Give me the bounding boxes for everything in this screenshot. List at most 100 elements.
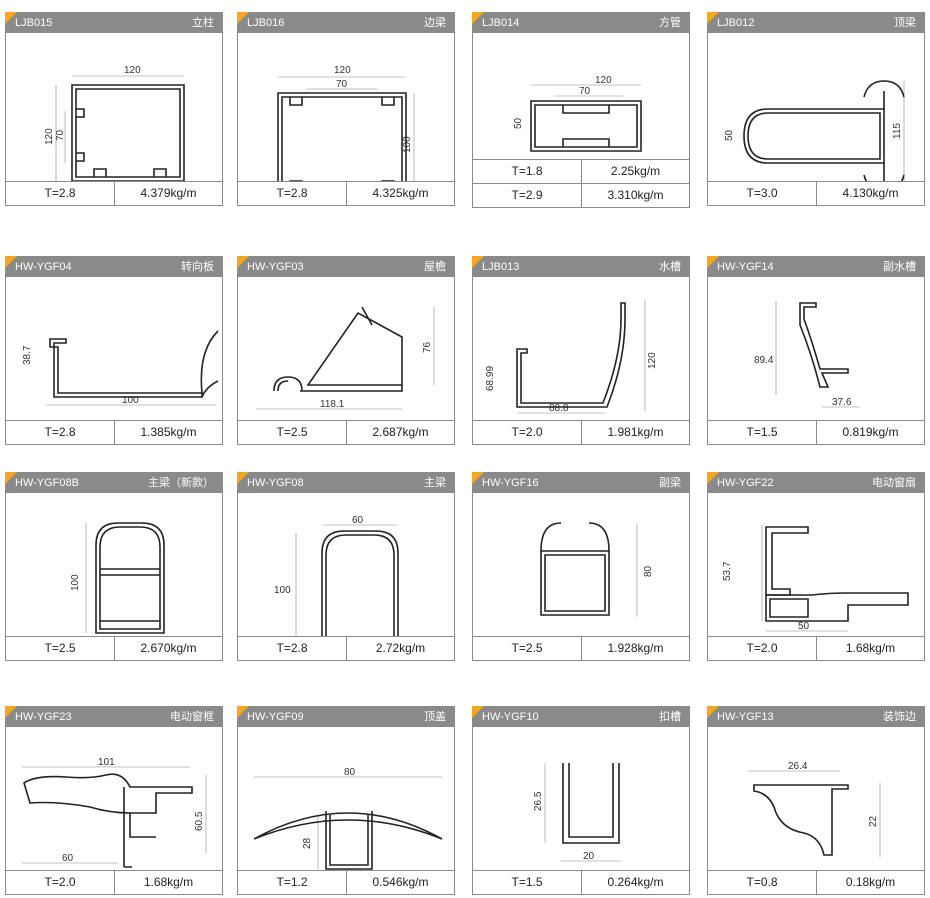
dim-label: 38.7 xyxy=(22,345,33,365)
dim-label: 60 xyxy=(62,853,74,864)
profile-code: HW-YGF14 xyxy=(717,261,774,273)
thickness: T=1.2 xyxy=(238,871,347,894)
profile-name: 副水槽 xyxy=(883,261,916,273)
profile-code: HW-YGF08B xyxy=(15,477,79,489)
thickness: T=2.0 xyxy=(708,637,817,660)
dim-label: 80 xyxy=(643,565,654,577)
dim-label: 88.8 xyxy=(549,403,569,414)
profile-code: HW-YGF23 xyxy=(15,711,72,723)
dim-label: 70 xyxy=(55,129,66,141)
corner-accent xyxy=(707,12,719,24)
dim-label: 26.4 xyxy=(788,761,808,772)
dim-label: 60 xyxy=(569,635,581,636)
dim-label: 100 xyxy=(274,585,291,596)
dim-label: 115 xyxy=(892,123,903,139)
corner-accent xyxy=(5,256,17,268)
corner-accent xyxy=(237,256,249,268)
weight: 1.68kg/m xyxy=(143,875,194,889)
dim-label: 100 xyxy=(122,395,139,406)
dim-label: 100 xyxy=(70,574,81,591)
corner-accent xyxy=(707,472,719,484)
dim-label: 60 xyxy=(124,635,136,636)
corner-accent xyxy=(5,12,17,24)
thickness: T=2.5 xyxy=(238,421,347,444)
corner-accent xyxy=(472,706,484,718)
corner-accent xyxy=(472,472,484,484)
corner-accent xyxy=(472,12,484,24)
profile-drawing: 76 118.1 xyxy=(238,277,454,421)
weight: 1.68kg/m xyxy=(845,641,896,655)
profile-name: 顶盖 xyxy=(424,711,446,723)
weight: 2.25kg/m xyxy=(610,164,661,178)
dim-label: 120 xyxy=(647,352,658,369)
profile-drawing: 60 100 xyxy=(238,493,454,637)
dim-label: 100 xyxy=(402,136,413,153)
corner-accent xyxy=(5,472,17,484)
dim-label: 87 xyxy=(828,635,840,636)
weight: 2.670kg/m xyxy=(140,641,197,655)
dim-label: 120 xyxy=(44,128,55,145)
thickness: T=3.0 xyxy=(708,182,817,205)
profile-code: LJB015 xyxy=(15,17,53,29)
profile-code: HW-YGF22 xyxy=(717,477,774,489)
thickness: T=2.8 xyxy=(238,637,347,660)
weight: 4.379kg/m xyxy=(140,186,197,200)
profile-drawing: 89.4 37.6 xyxy=(708,277,924,421)
profile-drawing: 26.5 20 xyxy=(473,727,689,871)
weight: 0.264kg/m xyxy=(607,875,664,889)
dim-label: 26.5 xyxy=(533,791,544,811)
profile-code: HW-YGF08 xyxy=(247,477,304,489)
profile-drawing: 50 115 xyxy=(708,33,924,182)
profile-drawing: 100 60 xyxy=(6,493,222,637)
thickness: T=2.8 xyxy=(238,182,347,205)
corner-accent xyxy=(237,472,249,484)
dim-label: 60 xyxy=(352,515,364,526)
profile-code: HW-YGF04 xyxy=(15,261,72,273)
profile-drawing: 80 60 xyxy=(473,493,689,637)
profile-drawing: 26.4 22 xyxy=(708,727,924,871)
dim-label: 22 xyxy=(868,815,879,827)
thickness: T=2.8 xyxy=(6,182,115,205)
card-header: HW-YGF14 副水槽 xyxy=(707,256,924,277)
profile-drawing: 38.7 100 xyxy=(6,277,222,421)
dim-label: 20 xyxy=(583,851,595,862)
dim-label: 68.99 xyxy=(485,366,496,391)
weight: 1.928kg/m xyxy=(607,641,664,655)
profile-code: HW-YGF03 xyxy=(247,261,304,273)
dim-label: 37.6 xyxy=(832,397,852,408)
